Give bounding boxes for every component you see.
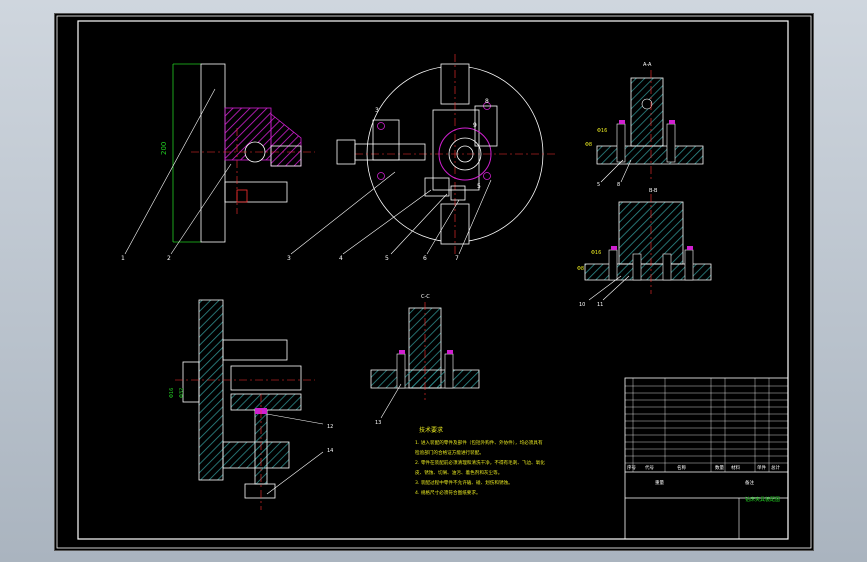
side-leader-14: 14 [327,448,333,454]
bom-header-cell: 重量 [655,479,664,486]
leader-4: 4 [339,255,343,262]
title-block: 序号 代号 名称 数量材料 单件总计重量 备注 钻床夹具装配图 [624,377,789,540]
tech-line-3: 2. 零件在装配前必须清理和清洗干净，不得有毛刺、飞边、氧化 [415,459,545,466]
cad-drawing-viewport[interactable]: 200 8 9 3 5 [54,13,814,551]
side-dim-2: Φ32 [179,388,185,398]
section-aa-leader-5: 5 [597,182,600,188]
section-cc-leader-13: 13 [375,420,381,426]
tech-line-1: 1. 进入装配的零件及部件（包括外购件、外协件），均必须具有 [415,439,543,446]
tech-line-4: 皮、锈蚀、切屑、油污、着色剂和灰尘等。 [415,469,502,476]
base-plate [200,63,226,243]
plan-number-5: 5 [477,183,481,190]
section-bb-label: B-B [649,188,658,194]
plan-view: 8 9 3 5 [290,54,555,255]
drawing-name: 钻床夹具装配图 [745,496,780,503]
tech-line-6: 4. 规格尺寸必须符合图纸要求。 [415,489,481,496]
bom-header-cell: 备注 [745,479,754,486]
section-aa-dim-2: Φ8 [585,142,592,148]
section-bb-dim-2: Φ8 [577,266,584,272]
bom-header-cell: 材料 [731,464,740,471]
tech-requirements: 技术要求 1. 进入装配的零件及部件（包括外购件、外协件），均必须具有 检验部门… [415,426,545,496]
plan-number-8: 8 [485,98,489,105]
section-cc: C-C 13 [370,294,480,426]
section-bb: B-B Φ16 Φ8 10 11 [577,188,712,308]
leader-3: 3 [287,255,291,262]
leader-5: 5 [385,255,389,262]
dimension-front-height: 200 [160,142,168,155]
leader-1: 1 [121,255,125,262]
section-bb-dim-1: Φ16 [591,250,601,256]
section-bb-leader-10: 10 [579,302,585,308]
section-aa-leader-8: 8 [617,182,620,188]
section-aa: A-A Φ16 Φ8 5 8 [585,62,704,188]
section-aa-dim-1: Φ16 [597,128,607,134]
bom-header-cell: 单件 [757,464,766,471]
bom-header-cell: 数量 [715,464,724,471]
side-dim-1: Φ16 [169,388,175,398]
side-view: Φ16 Φ32 12 14 [169,299,333,510]
bom-header-cell: 总计 [771,464,780,471]
section-cc-label: C-C [421,294,430,300]
bom-header-cell: 代号 [645,464,654,471]
section-bb-leader-11: 11 [597,302,603,308]
bom-header-cell: 序号 [627,464,636,471]
bom-header-cell: 名称 [677,464,686,471]
inner-frame [77,20,789,540]
leader-2: 2 [167,255,171,262]
leader-6: 6 [423,255,427,262]
tech-line-2: 检验部门的合格证方能进行装配。 [415,449,484,456]
section-aa-label: A-A [643,62,652,68]
side-leader-12: 12 [327,424,333,430]
tech-line-5: 3. 装配过程中零件不允许磕、碰、划伤和锈蚀。 [415,479,513,486]
cad-drawing: 200 8 9 3 5 [56,15,812,549]
plan-number-9: 9 [473,122,477,129]
tech-title: 技术要求 [419,426,443,434]
outer-frame [56,15,812,549]
front-view: 200 [124,63,315,255]
leader-7: 7 [455,255,459,262]
leader-numbers-top-row: 1 2 3 4 5 6 7 [121,255,459,262]
plan-number-3: 3 [375,107,379,114]
